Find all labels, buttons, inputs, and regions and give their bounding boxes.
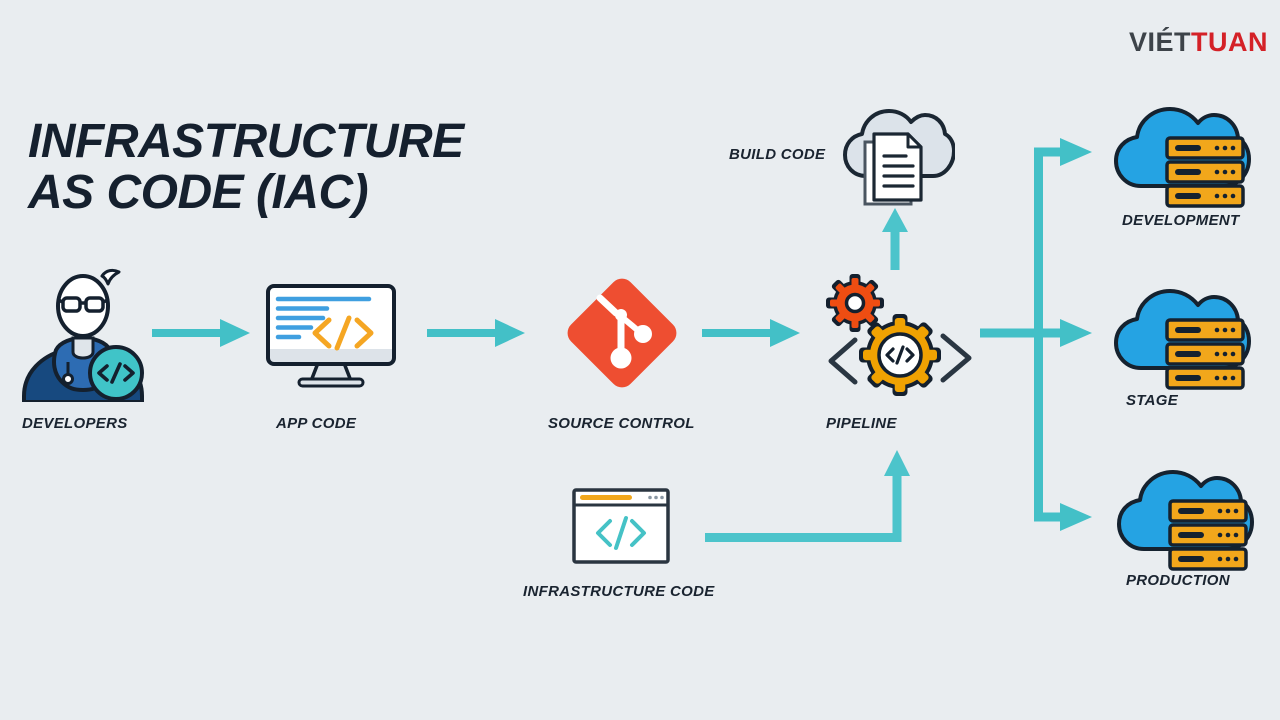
head bbox=[56, 274, 110, 338]
stage-label: STAGE bbox=[1126, 392, 1179, 409]
pipeline-label: PIPELINE bbox=[826, 415, 897, 432]
logo-tuan: TUAN bbox=[1191, 27, 1268, 57]
arrow-appcode-to-sourcecontrol bbox=[427, 319, 525, 347]
infrastructure-code-label: INFRASTRUCTURE CODE bbox=[523, 583, 715, 600]
title-line-1: INFRASTRUCTURE bbox=[28, 115, 464, 168]
arrow-infracode-to-pipeline bbox=[705, 450, 910, 542]
build-code-label: BUILD CODE bbox=[729, 146, 826, 163]
code-brackets-icon bbox=[312, 315, 374, 351]
developers-icon bbox=[22, 268, 144, 402]
stage-cloud-icon bbox=[1114, 289, 1251, 390]
brand-logo: VIÉTTUAN bbox=[1129, 27, 1268, 58]
page-title: INFRASTRUCTURE AS CODE (IAC) bbox=[28, 116, 464, 219]
big-gear-icon bbox=[859, 314, 941, 396]
development-label: DEVELOPMENT bbox=[1122, 212, 1240, 229]
arrow-sourcecontrol-to-pipeline bbox=[702, 319, 800, 347]
code-brackets-icon bbox=[596, 516, 646, 550]
monitor-base bbox=[297, 377, 365, 388]
production-cloud-icon bbox=[1117, 470, 1254, 571]
pipeline-gears-icon bbox=[826, 274, 972, 396]
developers-label: DEVELOPERS bbox=[22, 415, 128, 432]
neck bbox=[71, 336, 95, 360]
code-lines bbox=[275, 296, 372, 340]
server-racks bbox=[1168, 499, 1248, 571]
hair-tuft bbox=[100, 268, 121, 286]
infrastructure-code-window-icon bbox=[572, 488, 670, 564]
git-branch-glyph bbox=[596, 294, 652, 369]
glasses bbox=[57, 296, 109, 313]
arrow-pipeline-to-buildcode bbox=[882, 208, 908, 270]
server-racks bbox=[1165, 136, 1245, 208]
gear-code-glyph bbox=[885, 345, 915, 365]
app-code-label: APP CODE bbox=[276, 415, 357, 432]
git-icon bbox=[567, 278, 677, 388]
development-cloud-icon bbox=[1114, 107, 1251, 208]
monitor-chin bbox=[269, 349, 393, 363]
titlebar-accent bbox=[580, 495, 632, 500]
title-line-2: AS CODE (IAC) bbox=[28, 166, 369, 220]
pipeline-brackets bbox=[828, 333, 972, 385]
production-label: PRODUCTION bbox=[1126, 572, 1230, 589]
documents-icon bbox=[863, 132, 923, 206]
arrow-developers-to-appcode bbox=[152, 319, 250, 347]
titlebar-dots bbox=[648, 495, 664, 500]
arrow-pipeline-to-environments bbox=[980, 138, 1092, 531]
source-control-label: SOURCE CONTROL bbox=[548, 415, 695, 432]
browser-window bbox=[572, 488, 670, 564]
logo-viet: VIÉT bbox=[1128, 27, 1191, 57]
small-gear-icon bbox=[826, 274, 884, 332]
app-code-monitor-icon bbox=[266, 284, 396, 388]
code-badge-icon bbox=[88, 345, 144, 401]
server-racks bbox=[1165, 318, 1245, 390]
build-code-cloud-icon bbox=[843, 109, 955, 206]
monitor-screen bbox=[268, 286, 394, 364]
